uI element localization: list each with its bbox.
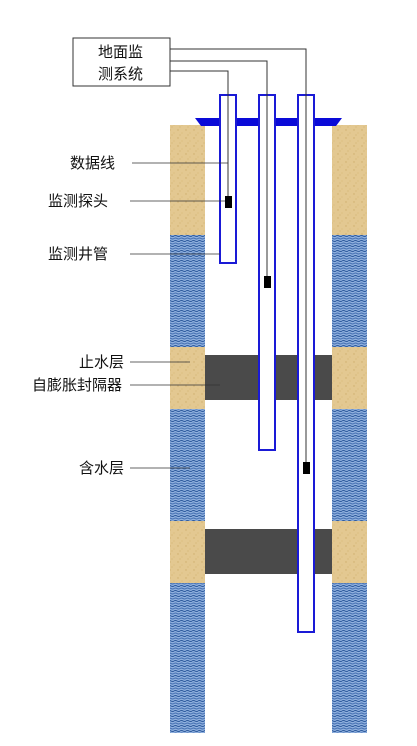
label-data-line: 数据线 [70, 154, 115, 172]
surface-system-box [72, 37, 171, 87]
probe-2 [264, 276, 271, 288]
right-aquifer-middle [332, 409, 367, 521]
label-water-stop-layer: 止水层 [79, 353, 124, 371]
probe-3 [303, 462, 310, 474]
label-probe: 监测探头 [48, 192, 108, 210]
left-sand-stop-1 [170, 347, 205, 409]
surface-system-line1: 地面监 [98, 43, 143, 61]
left-strata-column [170, 125, 205, 733]
left-aquifer-lower [170, 583, 205, 733]
surface-system-line2: 测系统 [98, 65, 143, 83]
right-aquifer-upper [332, 235, 367, 347]
left-sand-top [170, 125, 205, 235]
callouts: 数据线 监测探头 监测井管 止水层 自膨胀封隔器 含水层 [32, 154, 228, 477]
label-well-pipe: 监测井管 [48, 245, 108, 263]
right-strata-column [332, 125, 367, 733]
left-aquifer-upper [170, 235, 205, 347]
data-line-3 [170, 48, 307, 462]
left-sand-stop-2 [170, 521, 205, 583]
data-line-2 [170, 60, 268, 276]
left-aquifer-middle [170, 409, 205, 521]
surface-monitoring-system: 地面监 测系统 [72, 37, 171, 87]
data-lines [170, 48, 307, 462]
probe-1 [225, 196, 232, 208]
right-aquifer-lower [332, 583, 367, 733]
label-aquifer: 含水层 [79, 459, 124, 477]
label-packer: 自膨胀封隔器 [32, 376, 122, 394]
right-sand-stop-1 [332, 347, 367, 409]
right-sand-top [332, 125, 367, 235]
data-line-1 [170, 70, 229, 196]
right-sand-stop-2 [332, 521, 367, 583]
